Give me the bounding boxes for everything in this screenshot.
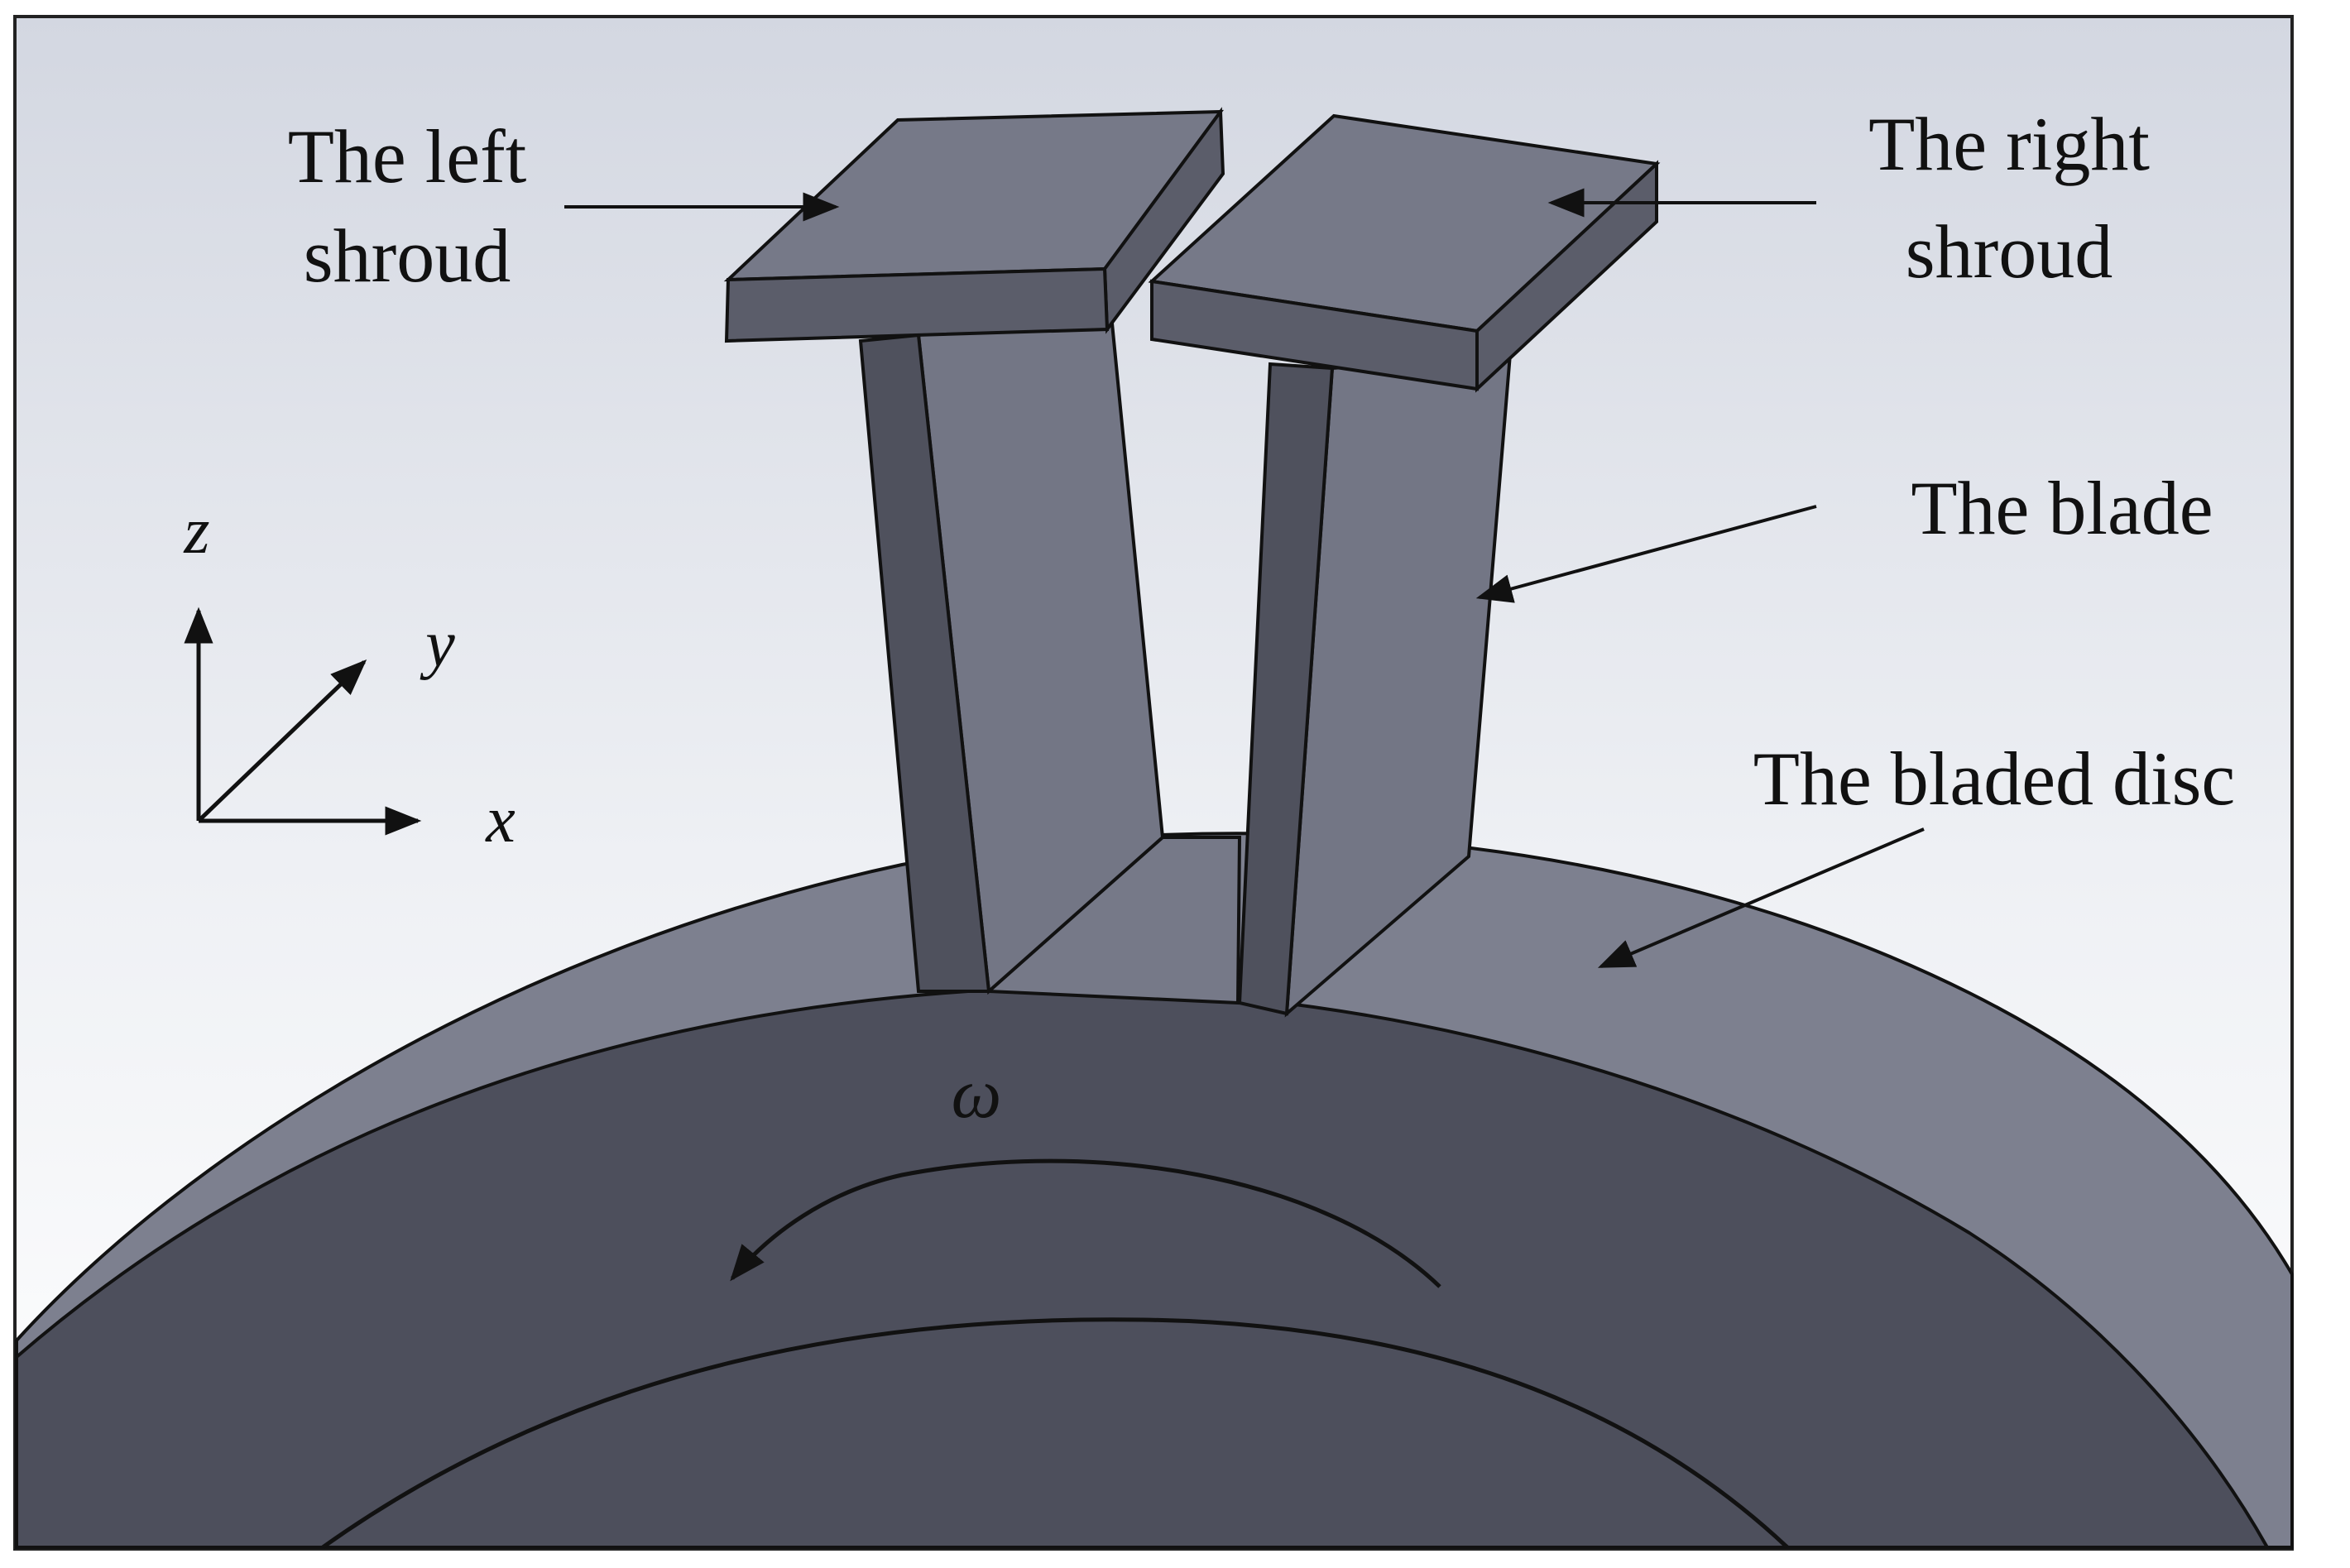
disc-inner-curve xyxy=(321,1317,1789,1550)
label-blade: The blade xyxy=(1911,466,2213,550)
pointer-blade xyxy=(1475,505,1817,603)
label-right-shroud-line1: The right xyxy=(1868,102,2150,186)
label-left-shroud-line2: shroud xyxy=(304,213,511,298)
callout-right-shroud: The right shroud xyxy=(1547,102,2150,294)
disc-front-face xyxy=(15,987,2271,1549)
right-blade xyxy=(1237,352,1513,1018)
z-axis-label: z xyxy=(183,495,209,568)
rotation-arrow xyxy=(730,1158,1441,1288)
left-blade xyxy=(858,287,1165,995)
coordinate-axes: z y x xyxy=(183,495,515,856)
callout-blade: The blade xyxy=(1475,466,2213,603)
label-right-shroud-line2: shroud xyxy=(1906,209,2113,294)
y-axis-label: y xyxy=(420,608,455,681)
label-bladed-disc: The bladed disc xyxy=(1753,736,2235,821)
omega-symbol: ω xyxy=(952,1053,1002,1133)
pointer-bladed-disc xyxy=(1597,827,1925,968)
right-shroud xyxy=(1148,113,1661,393)
callout-bladed-disc: The bladed disc xyxy=(1597,736,2235,968)
callout-left-shroud: The left shroud xyxy=(288,114,840,298)
left-shroud xyxy=(723,107,1225,343)
y-axis-line xyxy=(197,659,367,822)
label-left-shroud-line1: The left xyxy=(288,114,527,199)
x-axis-label: x xyxy=(485,784,516,856)
